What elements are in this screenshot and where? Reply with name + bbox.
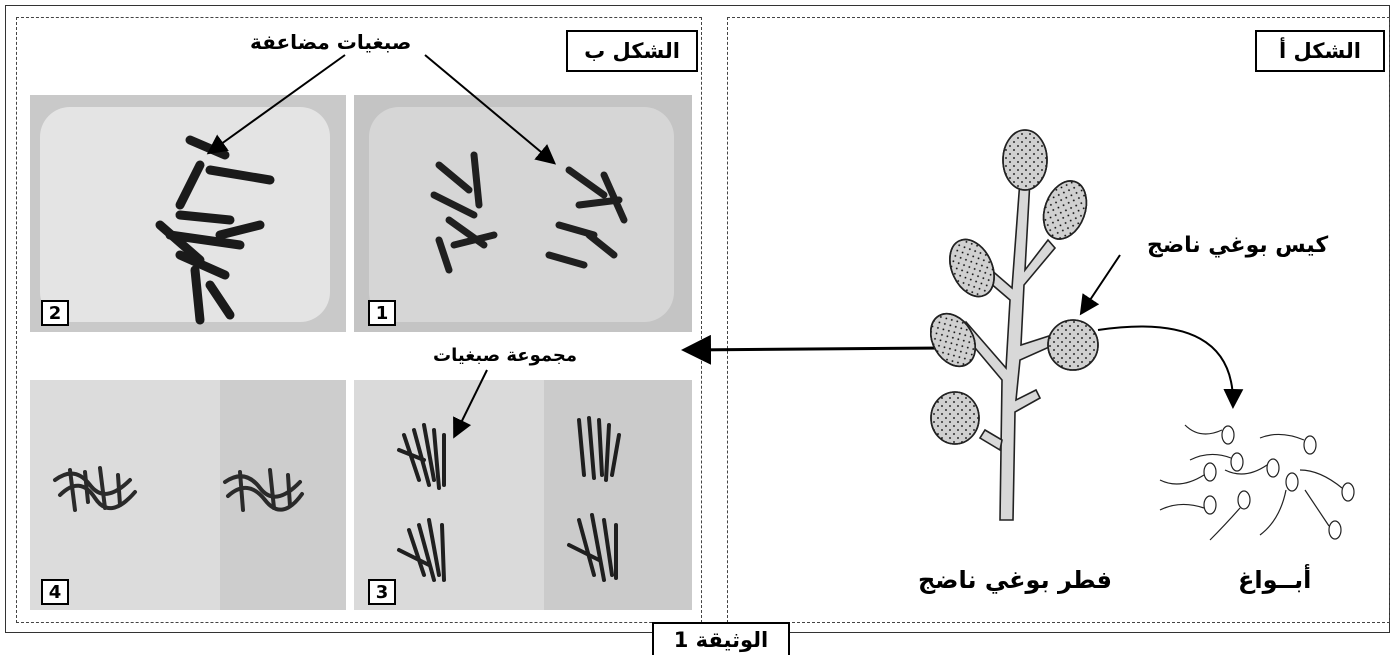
arrow-duplicated-to-1	[425, 55, 553, 162]
spores-drawing	[1160, 425, 1354, 540]
arrow-group-to-3	[455, 370, 487, 435]
arrow-fungus-to-figure-b	[687, 348, 945, 350]
arrow-sporangium-label	[1082, 255, 1120, 312]
arrow-to-spores	[1098, 327, 1233, 405]
arrow-duplicated-to-2	[210, 55, 345, 152]
